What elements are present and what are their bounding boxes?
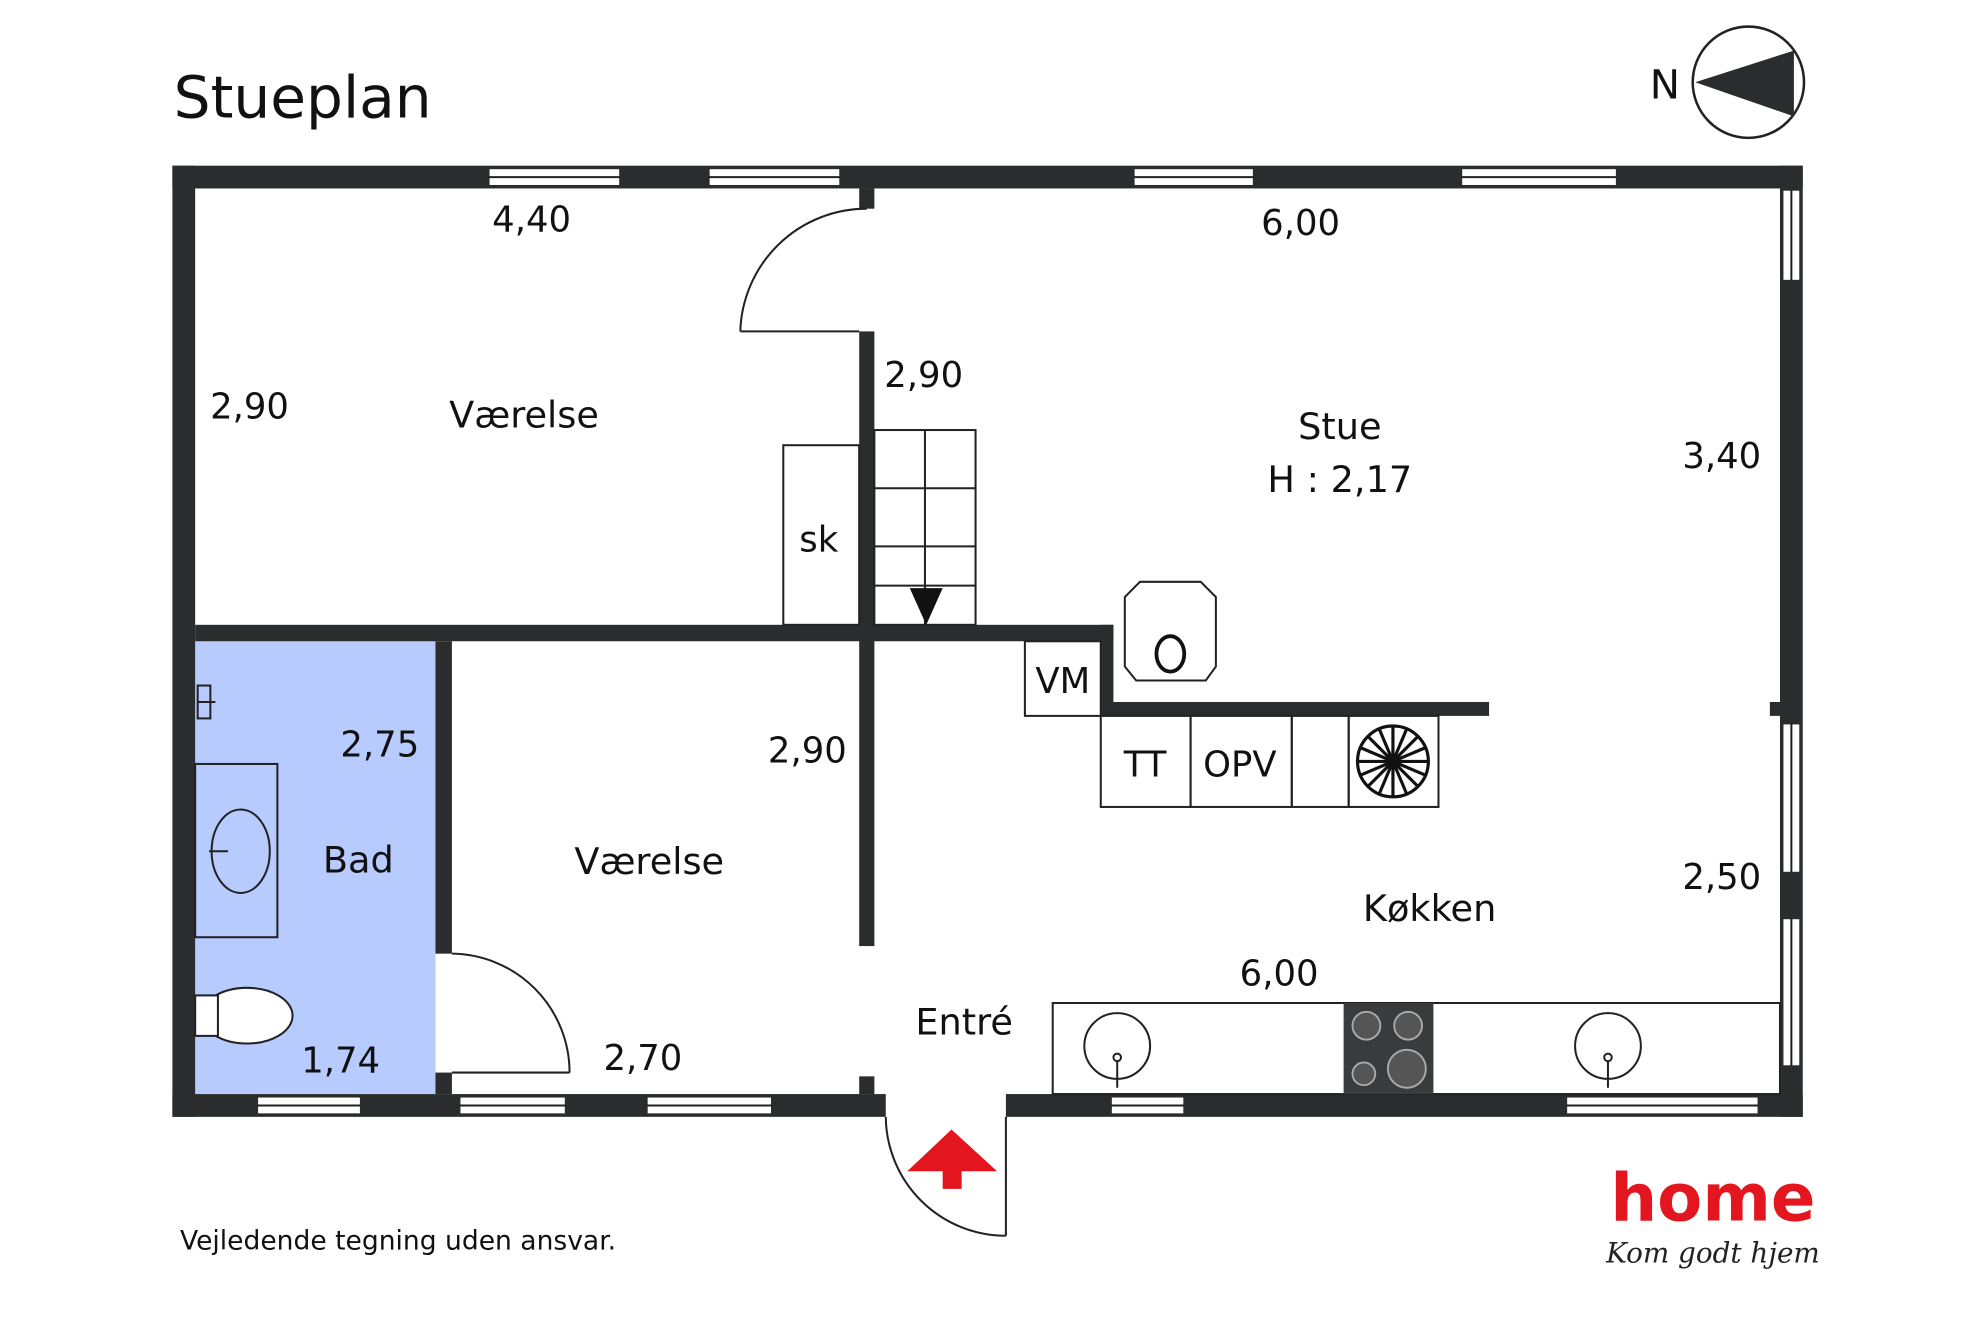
toilet-icon	[194, 986, 294, 1045]
interior-walls	[195, 188, 1490, 1095]
dimensions: 4,40 6,00 2,90 2,90 3,40 2,75 2,90 2,50 …	[210, 199, 1761, 1081]
closet-label: sk	[799, 519, 838, 560]
dimension-label: 2,50	[1682, 857, 1761, 898]
cooktop-icon	[1343, 1003, 1434, 1095]
stair-arrow-icon	[909, 588, 943, 625]
wood-stove-icon	[1123, 580, 1217, 682]
room-label-entre: Entré	[915, 1001, 1013, 1044]
room-label-stue: Stue	[1298, 405, 1381, 448]
washer-box	[1023, 640, 1102, 717]
dimension-label: 6,00	[1240, 953, 1319, 994]
bathroom-vanity	[194, 762, 279, 939]
dimension-label: 2,90	[210, 387, 289, 428]
closet	[782, 444, 861, 626]
ceiling-height-label: H : 2,17	[1267, 458, 1412, 501]
svg-text:Kom godt hjem: Kom godt hjem	[1605, 1236, 1820, 1269]
fan-icon	[1355, 724, 1430, 799]
home-logo: home Kom godt hjem	[1605, 1160, 1820, 1270]
dimension-label: 1,74	[301, 1041, 380, 1082]
dimension-label: 2,90	[884, 355, 963, 396]
shower-fixture-icon	[196, 684, 216, 720]
dimension-label: 4,40	[492, 199, 571, 240]
bathroom-sink-icon	[209, 808, 271, 894]
dimension-label: 2,90	[768, 731, 847, 772]
compass-north-label: N	[1650, 61, 1680, 109]
staircase	[873, 429, 977, 626]
dishwasher-label: OPV	[1203, 745, 1276, 786]
room-label-vaerelse-2: Værelse	[574, 840, 724, 883]
windows	[256, 167, 1802, 1116]
dryer-label: TT	[1123, 745, 1167, 786]
door-entry	[884, 1116, 1007, 1237]
door-vaerelse-1	[739, 207, 867, 333]
dimension-label: 2,70	[603, 1038, 682, 1079]
disclaimer: Vejledende tegning uden ansvar.	[180, 1226, 616, 1257]
room-label-kokken: Køkken	[1363, 887, 1496, 930]
kitchen-sink-icon	[1574, 1012, 1642, 1088]
kitchen-sink-icon	[1083, 1012, 1152, 1088]
room-label-vaerelse-1: Værelse	[449, 394, 599, 437]
compass-icon	[1691, 25, 1806, 140]
page-title: Stueplan	[174, 64, 432, 132]
door-vaerelse-2	[451, 952, 571, 1074]
washer-label: VM	[1035, 661, 1090, 702]
svg-text:home: home	[1610, 1160, 1815, 1237]
room-label-bad: Bad	[323, 839, 394, 882]
entry-arrow-icon	[907, 1129, 998, 1189]
dimension-label: 6,00	[1261, 203, 1340, 244]
dimension-label: 3,40	[1682, 436, 1761, 477]
dimension-label: 2,75	[340, 724, 419, 765]
